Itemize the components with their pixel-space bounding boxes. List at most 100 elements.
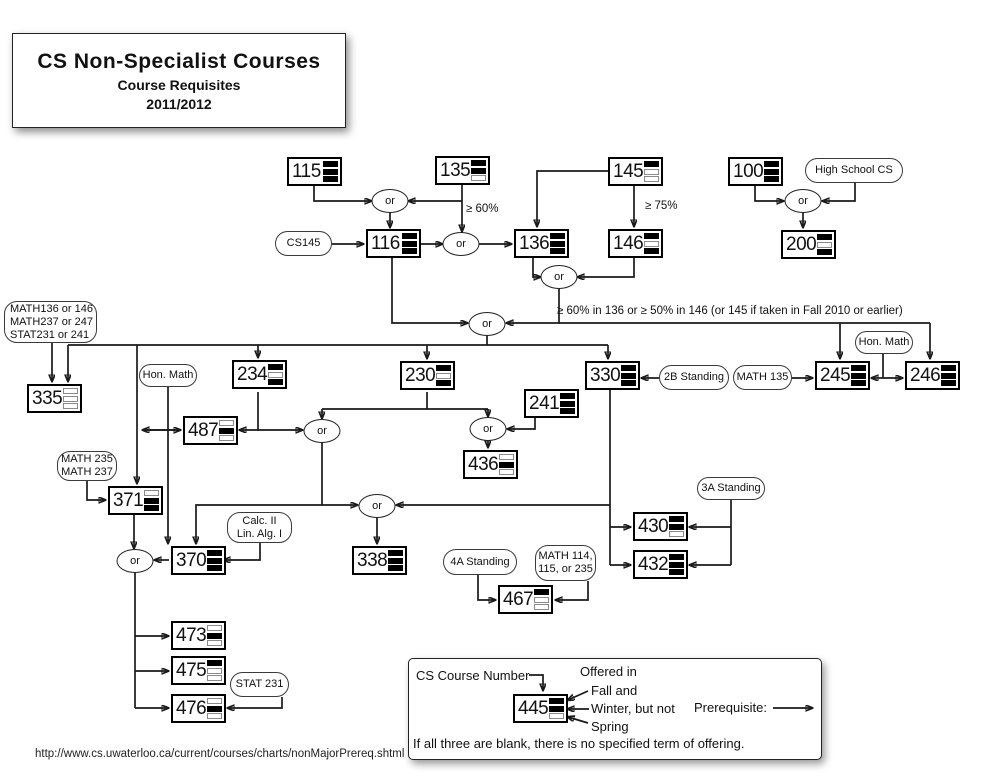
term-cell-winter [499, 461, 514, 468]
course-number: 245 [820, 365, 851, 386]
or-234-230: or [303, 419, 341, 443]
term-cell-winter [388, 557, 403, 564]
condition-3a-standing: 3A Standing [697, 477, 765, 500]
term-cell-fall [499, 454, 514, 460]
term-indicator [144, 490, 159, 511]
term-indicator [764, 161, 779, 182]
term-cell-winter [436, 372, 451, 379]
condition-text: Hon. Math [142, 369, 194, 381]
condition-hon-math-left: Hon. Math [139, 364, 197, 387]
term-cell-spring [207, 640, 222, 646]
or-116-135: or [442, 232, 480, 256]
term-cell-fall [669, 554, 684, 560]
term-cell-winter [402, 240, 417, 247]
term-indicator [669, 516, 684, 537]
term-cell-fall [388, 550, 403, 556]
term-cell-fall [550, 233, 565, 239]
condition-text: MATH136 or 146 [10, 302, 93, 315]
legend-label-spring: Spring [591, 719, 629, 734]
course-box-234: 234 [232, 360, 287, 389]
term-cell-winter [63, 395, 78, 402]
term-cell-spring [499, 469, 514, 475]
condition-math-114-115-235: MATH 114,115, or 235 [535, 545, 596, 581]
term-cell-winter [941, 372, 956, 379]
course-number: 473 [176, 625, 207, 646]
term-cell-fall [436, 365, 451, 371]
chart-subtitle: Course Requisites [117, 76, 241, 93]
condition-math-135: MATH 135 [733, 365, 792, 390]
term-cell-spring [207, 565, 222, 571]
legend-label-offered-in: Offered in [580, 664, 637, 679]
term-cell-fall [560, 393, 575, 399]
condition-text: STAT231 or 241 [10, 328, 90, 341]
term-indicator [644, 161, 659, 182]
course-number: 430 [638, 516, 669, 537]
term-cell-fall [207, 698, 222, 704]
term-cell-spring [560, 408, 575, 414]
term-indicator [560, 393, 575, 414]
course-box-487: 487 [183, 416, 238, 445]
legend-label-blank-note: If all three are blank, there is no spec… [413, 736, 745, 751]
term-cell-fall [817, 234, 832, 240]
condition-2b-standing: 2B Standing [659, 365, 729, 390]
course-number: 200 [786, 234, 817, 255]
condition-text: Lin. Alg. I [236, 527, 283, 540]
course-box-330: 330 [585, 361, 640, 390]
term-cell-spring [644, 248, 659, 254]
course-box-473: 473 [171, 621, 226, 650]
condition-text: Hon. Math [858, 336, 910, 348]
term-cell-fall [549, 698, 564, 704]
term-cell-winter [549, 705, 564, 712]
term-cell-fall [207, 660, 222, 666]
condition-text: High School CS [815, 164, 893, 176]
term-cell-fall [669, 516, 684, 522]
course-box-245: 245 [815, 361, 870, 390]
condition-text: MATH237 or 247 [10, 315, 93, 328]
term-cell-winter [621, 372, 636, 379]
term-cell-spring [388, 565, 403, 571]
chart-year: 2011/2012 [146, 95, 212, 112]
or-100-hs: or [784, 189, 822, 213]
term-cell-fall [144, 490, 159, 496]
condition-text: CS145 [286, 237, 321, 249]
condition-hon-math-right: Hon. Math [855, 331, 913, 354]
term-cell-winter [219, 427, 234, 434]
term-cell-fall [644, 233, 659, 239]
course-box-246: 246 [905, 361, 960, 390]
term-cell-fall [851, 365, 866, 371]
course-number: 432 [638, 554, 669, 575]
course-number: 371 [113, 490, 144, 511]
term-cell-winter [471, 167, 486, 174]
term-cell-winter [534, 596, 549, 603]
course-number: 330 [590, 365, 621, 386]
condition-text: 115, or 235 [538, 563, 593, 575]
condition-high-school-cs: High School CS [805, 158, 903, 183]
course-number: 241 [529, 393, 560, 414]
course-box-136: 136 [514, 229, 569, 258]
course-box-200: 200 [781, 230, 836, 259]
course-box-115: 115 [287, 157, 342, 186]
term-cell-fall [207, 550, 222, 556]
term-indicator [323, 161, 338, 182]
term-cell-winter [644, 168, 659, 175]
term-indicator [388, 550, 403, 571]
course-number: 487 [188, 420, 219, 441]
course-box-100: 100 [728, 157, 783, 186]
term-indicator [817, 234, 832, 255]
condition-4a-standing: 4A Standing [443, 549, 517, 575]
term-cell-spring [669, 531, 684, 537]
course-number: 370 [176, 550, 207, 571]
or-371-370: or [116, 549, 154, 573]
course-box-230: 230 [400, 361, 455, 390]
term-indicator [471, 160, 486, 181]
course-number: 436 [468, 454, 499, 475]
course-box-116: 116 [366, 229, 421, 258]
arrow-connectors [52, 170, 930, 724]
course-box-432: 432 [633, 550, 688, 579]
term-cell-spring [621, 380, 636, 386]
term-cell-fall [219, 420, 234, 426]
term-indicator [436, 365, 451, 386]
or-main: or [468, 312, 506, 336]
